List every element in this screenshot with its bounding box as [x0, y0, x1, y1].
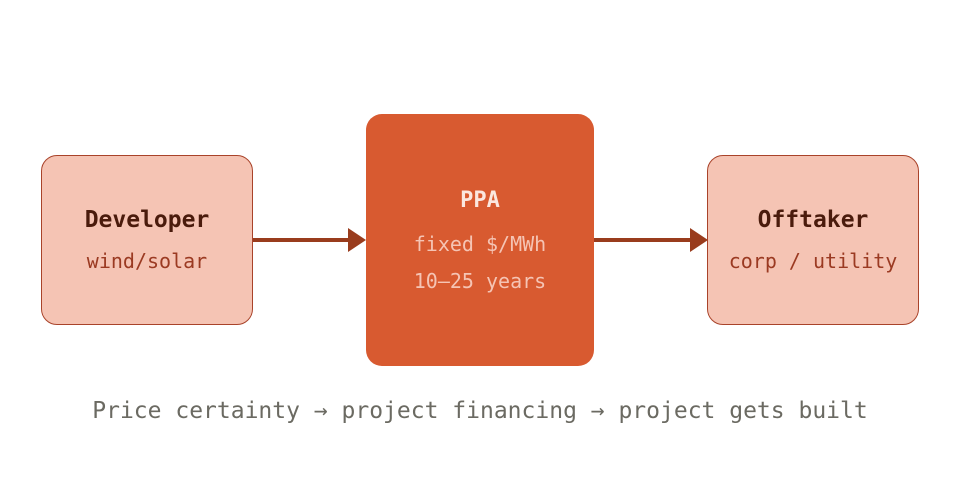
ppa-price-line: fixed $/MWh	[413, 231, 547, 256]
offtaker-subtitle: corp / utility	[728, 249, 898, 273]
diagram-caption: Price certainty → project financing → pr…	[92, 398, 868, 424]
offtaker-node: Offtaker corp / utility	[707, 155, 919, 325]
ppa-title: PPA	[460, 187, 500, 213]
offtaker-title: Offtaker	[757, 207, 869, 233]
developer-subtitle: wind/solar	[86, 249, 208, 273]
ppa-node: PPA fixed $/MWh 10–25 years	[366, 114, 594, 366]
arrow-developer-to-ppa	[253, 228, 366, 252]
arrow-ppa-to-offtaker	[594, 228, 708, 252]
developer-title: Developer	[84, 207, 210, 233]
ppa-term-line: 10–25 years	[413, 268, 547, 293]
developer-node: Developer wind/solar	[41, 155, 253, 325]
